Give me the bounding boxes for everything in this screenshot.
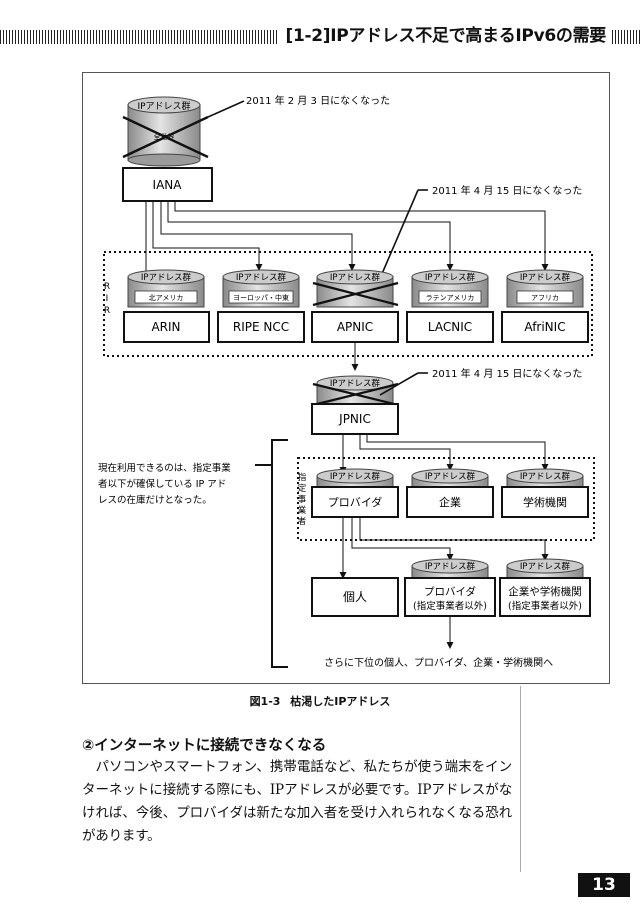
lacnic-region: ラテンアメリカ <box>426 294 475 302</box>
iana-callout-line <box>207 100 245 118</box>
lacnic-node: IPアドレス群 ラテンアメリカ LACNIC <box>406 269 494 343</box>
svg-text:(指定事業者以外): (指定事業者以外) <box>413 600 487 612</box>
afrinic-pool-label: IPアドレス群 <box>520 272 571 283</box>
rir-label-1: R <box>104 282 110 292</box>
note-line-1: 現在利用できるのは、指定事業 <box>98 462 231 474</box>
ripe-ncc-name: RIPE NCC <box>233 320 289 334</box>
figure-frame <box>82 72 610 684</box>
page-number: 13 <box>578 873 630 897</box>
jpnic-pool-label: IPアドレス群 <box>330 378 381 389</box>
designated-academic-name: 学術機関 <box>523 495 567 509</box>
afrinic-name: AfriNIC <box>524 320 565 334</box>
note-line-3: レスの在庫だけとなった。 <box>98 494 212 506</box>
ripe-pool-label: IPアドレス群 <box>236 272 287 283</box>
chapter-header-title: [1-2]IPアドレス不足で高まるIPv6の需要 <box>277 24 612 48</box>
arin-pool-label: IPアドレス群 <box>141 272 192 283</box>
svg-text:企業や学術機関: 企業や学術機関 <box>508 585 582 598</box>
lower-level-label: さらに下位の個人、プロバイダ、企業・学術機関へ <box>324 656 553 669</box>
individual-label: 個人 <box>343 590 367 604</box>
svg-text:事: 事 <box>298 494 307 505</box>
body-paragraph: パソコンやスマートフォン、携帯電話など、私たちが使う端末をインターネットに接続す… <box>82 759 512 844</box>
section-heading: ②インターネットに接続できなくなる <box>82 738 327 754</box>
ripe-region: ヨーロッパ・中東 <box>233 293 289 302</box>
rir-group-border <box>103 251 593 357</box>
svg-text:IPアドレス群: IPアドレス群 <box>425 561 476 572</box>
svg-text:業: 業 <box>298 505 307 516</box>
iana-depleted-note: 2011 年 2 月 3 日になくなった <box>246 94 390 107</box>
apnic-pool-label: IPアドレス群 <box>330 272 381 283</box>
designated-academic-node: IPアドレス群 学術機関 <box>501 468 589 518</box>
non-designated-provider-node: IPアドレス群 プロバイダ (指定事業者以外) <box>404 558 496 617</box>
designated-vertical-label: 指 定 事 業 者 <box>298 472 307 527</box>
individual-box <box>311 577 399 617</box>
svg-text:IPアドレス群: IPアドレス群 <box>520 471 571 482</box>
apnic-node: IPアドレス群 APNIC <box>311 269 399 343</box>
iana-to-rir-arrows <box>142 201 549 304</box>
jpnic-name: JPNIC <box>338 412 371 426</box>
svg-text:定: 定 <box>298 483 307 494</box>
arin-region: 北アメリカ <box>149 294 184 302</box>
figure-title: 枯渇したIPアドレス <box>290 695 391 708</box>
arin-node: IPアドレス群 北アメリカ ARIN <box>123 269 210 343</box>
rir-label-3: R <box>104 306 110 316</box>
svg-text:(指定事業者以外): (指定事業者以外) <box>508 600 582 612</box>
figure-caption: 図1-3 枯渇したIPアドレス <box>0 693 640 709</box>
note-line-2: 者以下が確保している IP アド <box>98 478 226 490</box>
lacnic-pool-label: IPアドレス群 <box>425 272 476 283</box>
lacnic-name: LACNIC <box>428 320 472 334</box>
ip-depletion-diagram: IPアドレス群 全世界 IANA 2011 年 2 月 3 日になくなった 20… <box>98 94 595 669</box>
jpnic-callout-line <box>379 372 419 396</box>
iana-pool-label: IPアドレス群 <box>137 100 190 112</box>
column-rule <box>520 686 521 872</box>
arin-name: ARIN <box>151 320 180 334</box>
provider-to-lower-arrows <box>339 517 549 579</box>
designated-provider-name: プロバイダ <box>328 495 383 509</box>
jpnic-depleted-note: 2011 年 4 月 15 日になくなった <box>432 367 582 380</box>
non-designated-institution-node: IPアドレス群 企業や学術機関 (指定事業者以外) <box>499 558 591 617</box>
ripe-ncc-node: IPアドレス群 ヨーロッパ・中東 RIPE NCC <box>217 269 305 343</box>
iana-name: IANA <box>153 178 183 192</box>
svg-text:IPアドレス群: IPアドレス群 <box>425 471 476 482</box>
designated-company-name: 企業 <box>439 495 461 509</box>
svg-text:指: 指 <box>298 472 307 483</box>
jpnic-node: IPアドレス群 JPNIC <box>311 375 399 435</box>
jpnic-to-designated-arrows <box>339 434 549 474</box>
afrinic-node: IPアドレス群 アフリカ AfriNIC <box>501 269 589 343</box>
svg-text:IPアドレス群: IPアドレス群 <box>330 471 381 482</box>
designated-provider-node: IPアドレス群 プロバイダ <box>311 468 399 518</box>
designated-company-node: IPアドレス群 企業 <box>406 468 494 518</box>
iana-cross-mark <box>122 115 209 159</box>
iana-pool-cylinder: IPアドレス群 全世界 <box>127 96 201 167</box>
figure-number: 図1-3 <box>249 695 281 708</box>
apnic-depleted-note: 2011 年 4 月 15 日になくなった <box>432 184 582 197</box>
scope-bracket <box>271 439 288 668</box>
svg-text:プロバイダ: プロバイダ <box>424 585 477 598</box>
svg-text:IPアドレス群: IPアドレス群 <box>520 561 571 572</box>
apnic-name: APNIC <box>337 320 373 334</box>
svg-text:者: 者 <box>298 517 307 527</box>
rir-label-2: I <box>106 294 109 304</box>
afrinic-region: アフリカ <box>531 294 559 302</box>
